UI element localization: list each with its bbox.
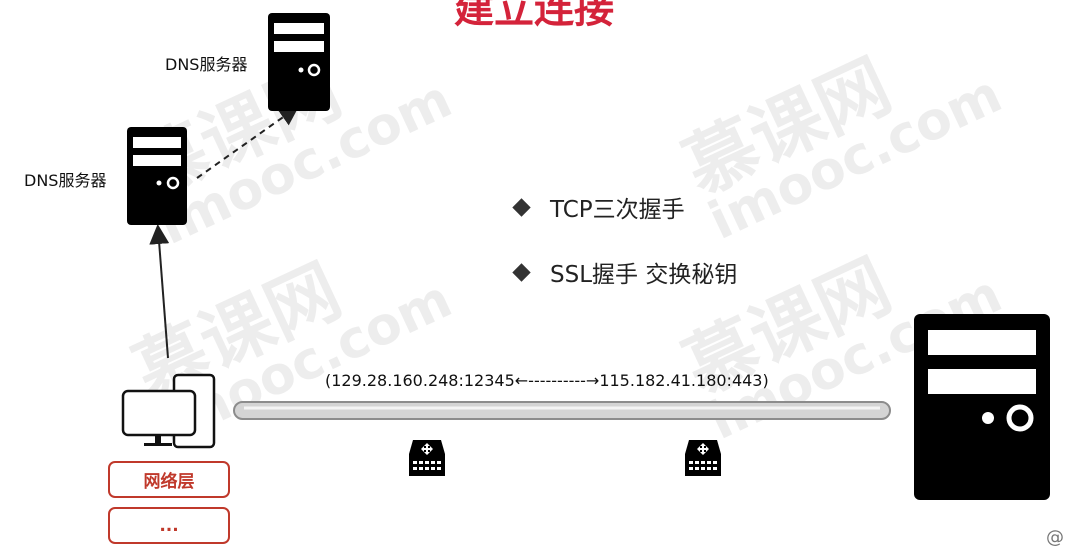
bullet-text-ssl: SSL握手 交换秘钥 (550, 262, 738, 288)
connection-label: (129.28.160.248:12345←----------→115.182… (325, 371, 769, 390)
computer-icon (121, 373, 216, 449)
client-to-dns-arrow (149, 224, 170, 359)
diamond-bullet-icon (512, 197, 531, 217)
bullet-item-ssl: SSL握手 交换秘钥 (512, 255, 738, 289)
router-icon (409, 440, 445, 476)
router-icon (685, 440, 721, 476)
bullet-text-tcp: TCP三次握手 (550, 197, 685, 223)
layer-label-network: 网络层 (143, 472, 195, 492)
server-icon (914, 314, 1050, 500)
bullet-item-tcp: TCP三次握手 (512, 190, 685, 224)
network-pipe (233, 401, 891, 420)
page-title: 建立连接 (454, 0, 614, 32)
corner-mark: @ (1046, 527, 1064, 548)
dns-server-label-1: DNS服务器 (165, 55, 248, 74)
layer-label-more: ... (159, 515, 179, 536)
server-icon (268, 13, 330, 111)
server-endpoint: 115.182.41.180:443) (599, 371, 769, 390)
layer-box-more: ... (108, 507, 230, 544)
diamond-bullet-icon (512, 262, 531, 282)
layer-box-network: 网络层 (108, 461, 230, 498)
client-endpoint: (129.28.160.248:12345 (325, 371, 515, 390)
server-icon (127, 127, 187, 225)
dns-to-dns-arrow (196, 105, 300, 179)
dns-server-label-2: DNS服务器 (24, 171, 107, 190)
bidirectional-arrow: ←----------→ (514, 371, 600, 390)
